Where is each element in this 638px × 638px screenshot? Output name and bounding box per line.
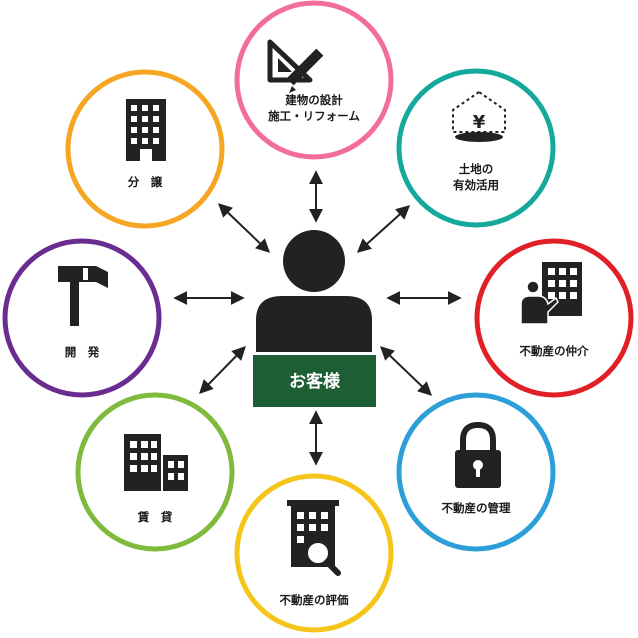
node-label-management: 不動産の管理 — [442, 501, 511, 515]
tower-building-icon — [126, 99, 166, 161]
node-circle-land — [396, 68, 556, 228]
arrow-leasing — [199, 345, 246, 395]
center-label: お客様 — [289, 371, 341, 392]
node-development: 開 発 — [2, 238, 162, 398]
node-label-land: 土地の — [459, 162, 494, 176]
node-label-development: 開 発 — [65, 345, 100, 359]
arrow-subdivision — [217, 203, 271, 253]
center-customer: お客様 — [253, 230, 376, 407]
arrow-land — [356, 205, 411, 253]
node-label-leasing: 賃 貸 — [137, 510, 173, 524]
node-circle-development — [2, 238, 162, 398]
person-head — [283, 230, 345, 292]
person-body — [256, 296, 372, 352]
node-label-subdivision: 分 譲 — [128, 175, 163, 189]
connector-arrows — [173, 170, 462, 466]
node-brokerage: 不動産の仲介 — [474, 238, 634, 398]
drafting-tools-icon — [267, 39, 324, 93]
yen-land-icon: ¥ — [452, 90, 506, 142]
node-label-land: 有効活用 — [453, 178, 499, 192]
building-magnifier-icon — [287, 500, 341, 576]
node-label-appraisal: 不動産の評価 — [280, 593, 349, 607]
node-icons: ¥ — [58, 39, 582, 576]
padlock-icon — [455, 421, 501, 488]
agent-building-icon — [520, 262, 582, 325]
node-circle-brokerage — [474, 238, 634, 398]
buildings-icon — [124, 434, 188, 491]
svg-text:¥: ¥ — [473, 112, 486, 133]
hammer-icon — [58, 266, 108, 326]
node-label-brokerage: 不動産の仲介 — [520, 344, 589, 358]
arrow-management — [379, 346, 433, 396]
center-label-bg — [253, 355, 376, 407]
node-circle-design — [234, 0, 394, 160]
node-label-design: 施工・リフォーム — [268, 109, 360, 123]
node-label-design: 建物の設計 — [285, 93, 343, 107]
